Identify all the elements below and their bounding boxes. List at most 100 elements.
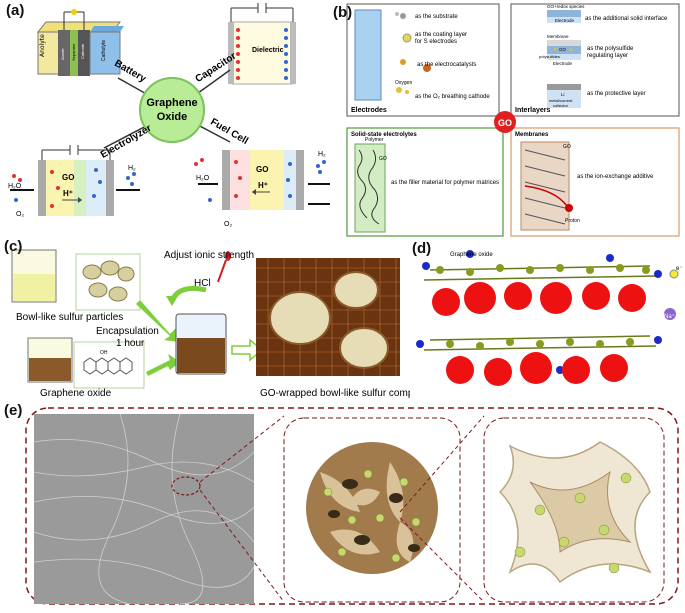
panel-b-diagram: as the substrate as the coating layer fo…: [346, 3, 680, 237]
sheet-zoom: [498, 441, 652, 584]
battery-layer-catholyte: Catholyte: [101, 40, 107, 61]
beaker-go: [27, 337, 73, 383]
interlayer-electrode2: Electrode: [553, 61, 573, 66]
panel-d-go-label: Graphene oxide: [450, 252, 493, 258]
center-label-line1: Graphene: [146, 97, 197, 109]
interlayers-title: Interlayers: [515, 107, 551, 114]
fuelcell-go-label: GO: [256, 165, 268, 174]
battery-layer-cathode: Cathode: [80, 43, 85, 59]
solid-item: as the filler material for polymer matri…: [391, 180, 499, 186]
fuelcell-hplus-label: H⁺: [258, 181, 268, 190]
panel-b-label: (b): [333, 4, 353, 21]
graphene-oxide-circle: [139, 77, 205, 143]
arrow-go: [146, 354, 180, 376]
battery-layer-separator: Separator: [71, 43, 76, 61]
sodium-spheres: [432, 282, 646, 386]
capacitor-dielectric-label: Dielectric: [252, 47, 284, 54]
panel-d: Graphene oxide e⁻ Na⁺ (d): [410, 240, 685, 400]
panel-a-diagram: Anolyte Anode Separator Cathode Catholyt…: [8, 3, 330, 228]
panel-c: Bowl-like sulfur particles OH Graphene o…: [0, 238, 435, 399]
composite-render: [256, 258, 400, 376]
panel-a: Anolyte Anode Separator Cathode Catholyt…: [0, 0, 335, 235]
spoke-fuelcell: [195, 123, 231, 143]
zoom-line-2-top: [399, 415, 485, 513]
interlayer-li: Li: [561, 92, 565, 97]
electrolyzer-h2o-label: H₂O: [8, 183, 22, 190]
encapsulation-label: Encapsulation: [96, 326, 159, 337]
go-hexagons: [83, 357, 133, 375]
electrode-item-coating: as the coating layer: [415, 32, 467, 38]
interlayer-li3: collector: [553, 103, 569, 108]
sem-zoom-circle: [171, 476, 201, 496]
beaker-sulfur: [11, 249, 57, 303]
electrolyzer-go-label: GO: [62, 173, 74, 182]
go-layer-lines: [423, 265, 657, 351]
panel-e: (e): [0, 402, 685, 608]
electrode-item-substrate: as the substrate: [415, 14, 458, 20]
electrode-item-catalysts: as the electrocatalysts: [417, 62, 476, 68]
battery-illustration: [36, 9, 124, 76]
membranes-title: Membranes: [515, 132, 549, 138]
beaker-mix: [175, 313, 227, 375]
electron-label: e⁻: [676, 266, 683, 272]
interlayer-electrode1: Electrode: [555, 18, 575, 23]
battery-layer-anode: Anode: [60, 48, 65, 60]
interlayer-item-polysulfide2: regulating layer: [587, 53, 628, 59]
solid-title: Solid-state electrolytes: [351, 132, 417, 138]
carbon-atoms: [436, 264, 650, 350]
panel-d-diagram: Graphene oxide e⁻ Na⁺: [416, 250, 683, 386]
adjust-label: Adjust ionic strength: [164, 250, 254, 261]
electrode-icons: [395, 12, 431, 94]
sem-texture: [33, 413, 255, 605]
interlayer-item-protective: as the protective layer: [587, 91, 646, 97]
fuelcell-illustration: [194, 150, 330, 210]
interlayer-polysulfides: polysulfides: [539, 54, 560, 59]
composite-label: GO-wrapped bowl-like sulfur composite: [260, 388, 410, 398]
interlayers-box: [510, 3, 680, 117]
encapsulation-time: 1 hour: [116, 338, 145, 349]
electrode-slab: [354, 9, 382, 101]
bowl-sulfur-label: Bowl-like sulfur particles: [16, 312, 123, 323]
interlayer-top-label: GO+redox species: [547, 4, 585, 9]
spoke-capacitor: [193, 69, 231, 97]
arrow-ionic: [169, 285, 207, 302]
go-oh-label: OH: [100, 350, 108, 356]
go-badge-label: GO: [498, 118, 512, 128]
electrode-oxygen-label: Oxygen: [395, 80, 412, 86]
interlayer-stacks: [547, 10, 581, 108]
fuelcell-h2o-label: H₂O: [196, 175, 210, 182]
oxygen-atoms: [416, 250, 662, 374]
panel-e-outer-border: [25, 407, 679, 605]
sulfur-particles: [82, 260, 135, 302]
membrane-flakes: [524, 149, 566, 225]
solid-polymer-label: Polymer: [365, 137, 384, 143]
membrane-proton-label: Proton: [565, 218, 580, 224]
membranes-item: as the ion-exchange additive: [577, 174, 654, 180]
panel-c-diagram: Bowl-like sulfur particles OH Graphene o…: [11, 249, 435, 399]
polymer-chains: [357, 149, 380, 225]
panel-e-label: (e): [4, 402, 23, 419]
hcl-dropper: [217, 259, 227, 283]
electrodes-title: Electrodes: [351, 107, 387, 114]
panel-a-label: (a): [6, 2, 25, 19]
go-badge: [494, 111, 516, 133]
fuelcell-o2-label: O₂: [224, 221, 232, 228]
spoke-label-electrolyzer: Electrolyzer: [99, 123, 154, 161]
zoom-line-top: [199, 415, 285, 483]
zoom-line-bottom: [199, 489, 285, 603]
interlayer-item-interface: as the additional solid interface: [585, 16, 668, 22]
fuelcell-h2-label: H₂: [318, 151, 326, 158]
panel-d-label: (d): [412, 240, 432, 257]
electrolyzer-h2-label: H₂: [128, 165, 136, 172]
electrolyzer-illustration: [10, 145, 140, 216]
interlayer-li2: metal/current: [549, 98, 573, 103]
na-label: Na⁺: [664, 313, 675, 320]
hcl-label: HCl: [194, 278, 211, 289]
arrow-sulfur: [136, 300, 178, 342]
porous-structure: [306, 442, 438, 574]
proton-path: [524, 185, 568, 207]
electrode-item-o2: as the O₂ breathing cathode: [415, 94, 490, 100]
na-ion-dot: [664, 308, 676, 320]
membrane-go-label: GO: [563, 144, 571, 150]
electrolyzer-hplus-label: H⁺: [63, 189, 73, 198]
